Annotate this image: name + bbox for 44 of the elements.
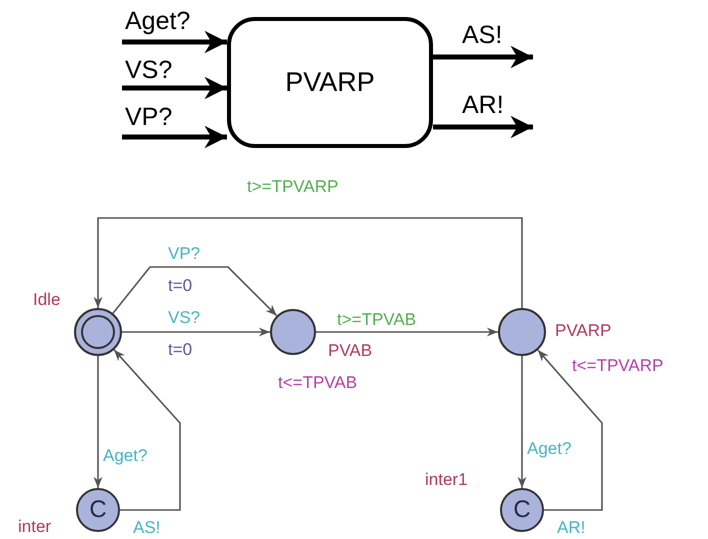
update-label: t=0 bbox=[168, 341, 192, 360]
committed-mark: C bbox=[89, 498, 107, 522]
signal-name: VP? bbox=[125, 104, 172, 132]
update-label: t=0 bbox=[168, 277, 192, 296]
transition-arrow bbox=[94, 217, 523, 308]
state-circle bbox=[270, 309, 316, 355]
committed-mark: C bbox=[513, 498, 531, 522]
invariant-label: t<=TPVARP bbox=[572, 357, 664, 376]
state-circle bbox=[500, 488, 544, 532]
signal-name: VS? bbox=[125, 57, 172, 84]
signal-arrow bbox=[122, 76, 227, 100]
state-name: PVARP bbox=[555, 322, 612, 341]
transition-arrow bbox=[316, 328, 498, 336]
edge-label: t>=TPVARP bbox=[247, 178, 338, 197]
state-name: inter1 bbox=[425, 471, 468, 490]
state-circle bbox=[76, 488, 120, 532]
transition-arrow bbox=[518, 356, 526, 488]
edge-label: VP? bbox=[168, 245, 200, 264]
state-name: PVAB bbox=[328, 342, 372, 361]
state-name: inter bbox=[18, 518, 52, 537]
signal-name: Aget? bbox=[125, 8, 190, 36]
signal-arrow bbox=[433, 116, 533, 138]
edge-label: Aget? bbox=[103, 447, 148, 466]
edge-label: Aget? bbox=[527, 440, 572, 459]
edge-label: AR! bbox=[557, 519, 586, 538]
edge-label: VS? bbox=[168, 309, 200, 328]
signal-name: AR! bbox=[462, 92, 504, 120]
signal-arrow bbox=[433, 46, 533, 68]
signal-arrow bbox=[122, 126, 227, 148]
invariant-label: t<=TPVAB bbox=[278, 374, 358, 393]
block-box bbox=[227, 17, 433, 148]
signal-name: AS! bbox=[462, 22, 502, 50]
edge-label: t>=TPVAB bbox=[337, 311, 416, 330]
transition-arrow bbox=[113, 349, 181, 511]
signal-arrow bbox=[122, 30, 227, 54]
transition-arrow bbox=[112, 266, 278, 316]
transition-arrow bbox=[122, 328, 270, 336]
edge-label: AS! bbox=[133, 519, 160, 538]
state-name: Idle bbox=[33, 291, 60, 310]
initial-state-circle bbox=[74, 308, 122, 356]
state-circle bbox=[498, 308, 546, 356]
transition-arrow bbox=[94, 356, 102, 488]
block-title: PVARP bbox=[285, 69, 375, 96]
transition-arrow bbox=[537, 350, 603, 511]
